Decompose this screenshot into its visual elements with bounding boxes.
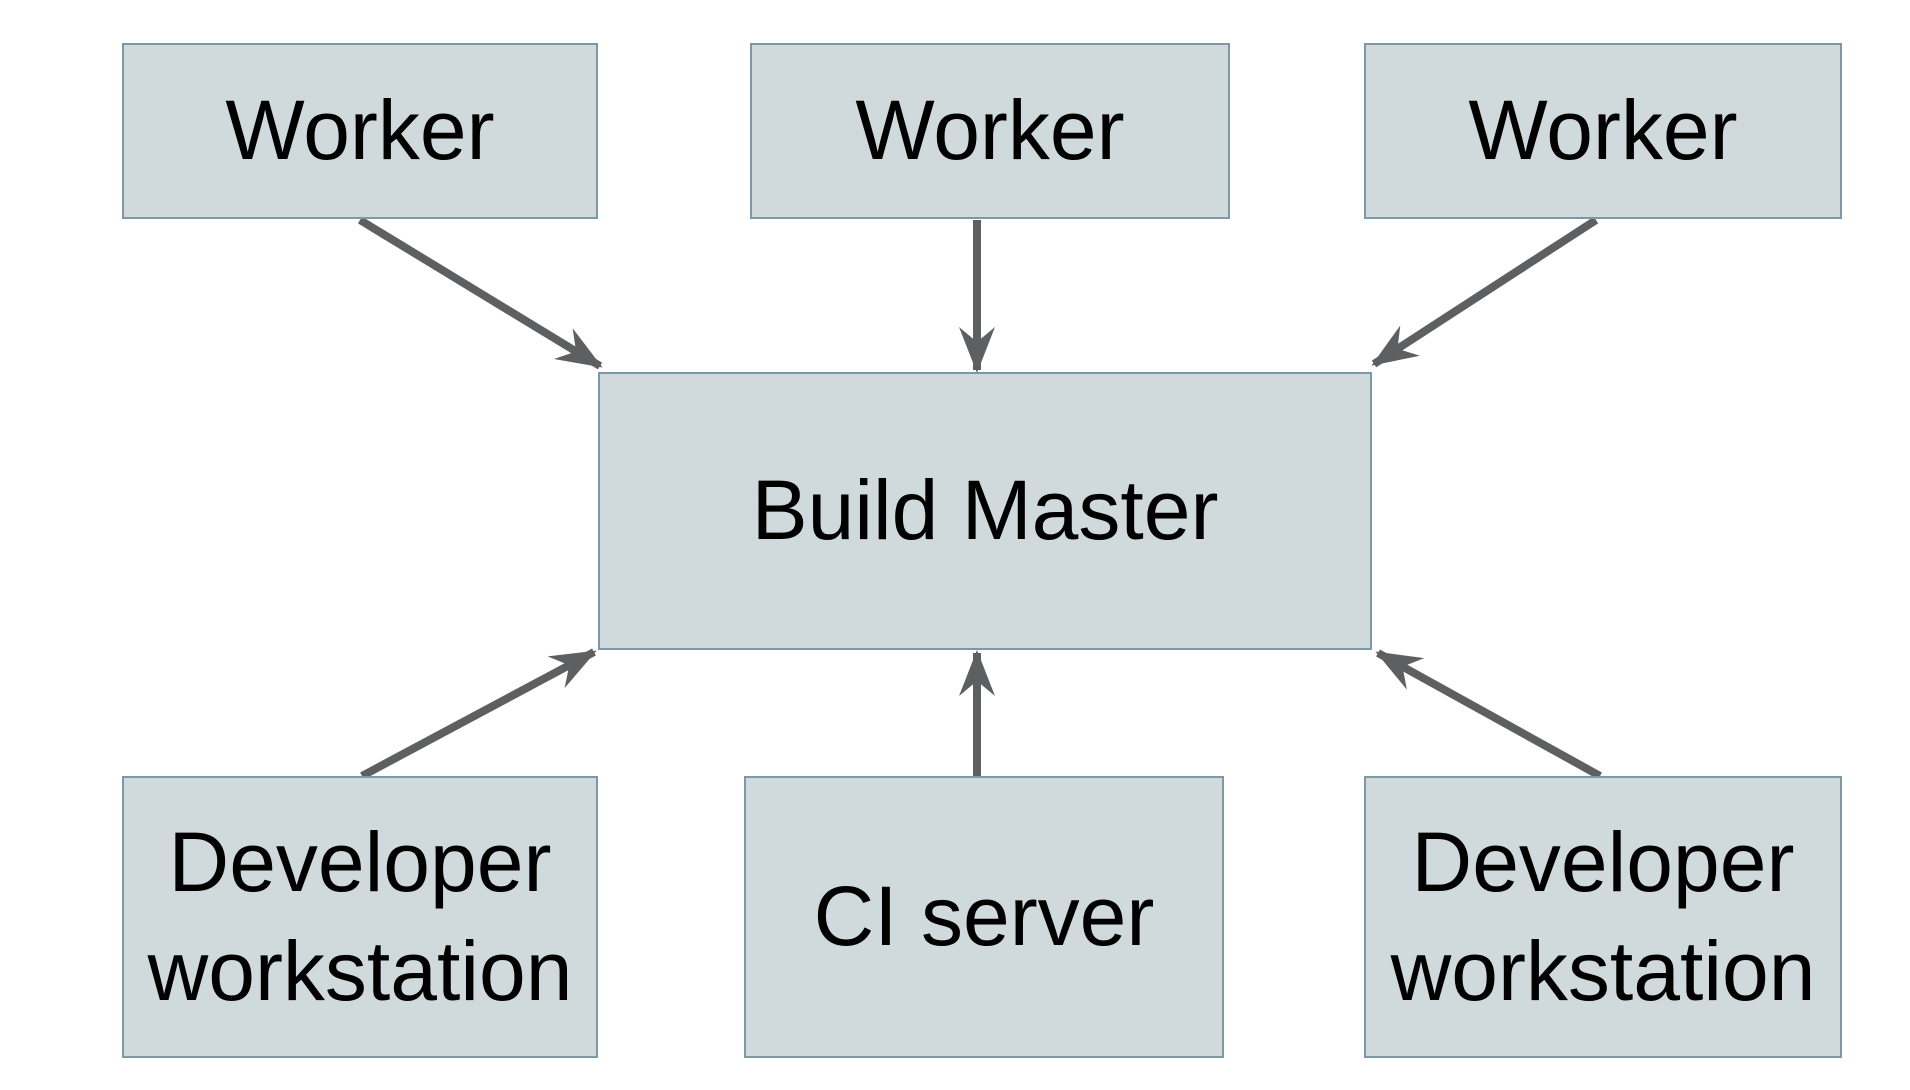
node-worker-2-label: Worker (855, 83, 1125, 178)
node-ci-server-label: CI server (813, 869, 1155, 964)
edge-arrow-dev_workstation_right-to-build_master (1375, 649, 1602, 780)
edge-arrow-dev_workstation_left-to-build_master (360, 648, 597, 780)
node-worker-1-label: Worker (225, 83, 495, 178)
node-worker-3: Worker (1364, 43, 1842, 219)
node-worker-2: Worker (750, 43, 1230, 219)
node-dev-workstation-right: Developer workstation (1364, 776, 1842, 1058)
node-ci-server: CI server (744, 776, 1224, 1058)
node-dev-workstation-right-label: Developer workstation (1390, 814, 1816, 1018)
node-build-master: Build Master (598, 372, 1372, 650)
node-dev-workstation-left: Developer workstation (122, 776, 598, 1058)
edge-arrow-worker_1-to-build_master (357, 216, 603, 370)
node-worker-1: Worker (122, 43, 598, 219)
node-worker-3-label: Worker (1468, 83, 1738, 178)
node-dev-workstation-left-label: Developer workstation (147, 814, 573, 1018)
edge-arrow-worker_3-to-build_master (1371, 216, 1599, 368)
node-build-master-label: Build Master (751, 463, 1219, 558)
